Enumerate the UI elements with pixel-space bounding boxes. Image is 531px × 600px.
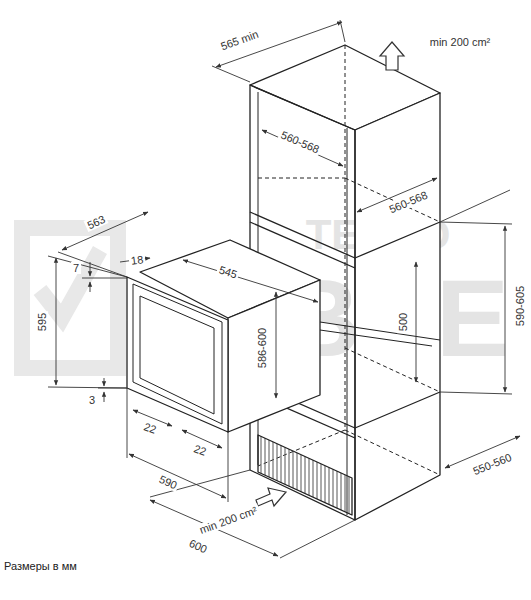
dimension-label: min 200 cm² [428,36,493,48]
dimension-label: min 200 cm² [196,503,261,536]
dimension-label: 22 [190,442,209,459]
dimension-label: 22 [140,420,159,437]
caption: Размеры в мм [4,560,77,572]
dimension-label: 500 [397,311,409,333]
dimension-label: 565 min [218,27,263,53]
dimension-label: 18 [128,253,146,267]
dimension-label: 560-568 [385,188,431,216]
dimension-label: 600 [185,536,210,556]
dimension-label: 590-605 [514,284,526,328]
dimension-label: 590 [155,472,180,492]
dimension-label: 3 [87,394,97,406]
dimension-label: 550-560 [469,450,515,478]
dimension-label: 586-600 [256,326,268,370]
dimension-label: 7 [71,262,81,274]
dimension-label: 595 [36,311,48,333]
dimension-label: 563 [83,212,108,232]
dimension-label: 560-568 [277,128,323,156]
dimension-label: 545 [215,263,240,281]
